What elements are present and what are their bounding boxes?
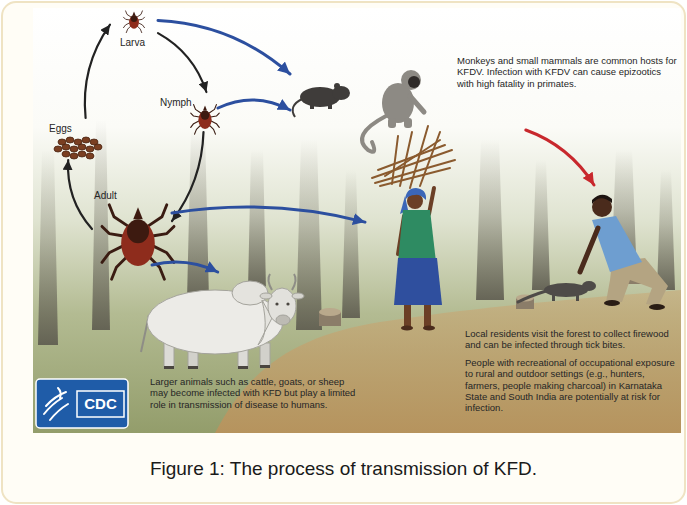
host-group: Monkeys and small mammals are common hos… <box>290 50 683 130</box>
transmission-arrow <box>526 130 594 185</box>
lifecycle-arrow <box>68 160 92 229</box>
stage-label: Adult <box>94 190 117 202</box>
egg-stage: Eggs <box>45 118 103 160</box>
note-text: People with recreational of occupational… <box>465 357 681 414</box>
stage-label: Eggs <box>49 123 72 135</box>
nymph-stage: Nymph <box>160 92 218 132</box>
stage-label: Larva <box>120 37 145 49</box>
larva-stage: Larva <box>110 10 158 52</box>
note-text: Larger animals such as cattle, goats, or… <box>150 376 358 410</box>
transmission-arrow <box>218 100 290 110</box>
figure-caption: Figure 1: The process of transmission of… <box>150 458 537 481</box>
logo-text: CDC <box>77 391 124 417</box>
caption-area: Figure 1: The process of transmission of… <box>0 458 687 481</box>
transmission-arrow <box>172 207 365 222</box>
transmission-arrow <box>152 262 218 272</box>
stage-label: Nymph <box>160 97 192 109</box>
livestock-group: Larger animals such as cattle, goats, or… <box>140 272 362 432</box>
note-text: Local residents visit the forest to coll… <box>465 328 681 351</box>
lifecycle-arrow <box>158 33 206 92</box>
transmission-arrow <box>158 21 290 75</box>
human-group: Local residents visit the forest to coll… <box>365 185 683 432</box>
note-text: Monkeys and small mammals are common hos… <box>457 55 679 89</box>
adult-tick: Adult <box>92 185 172 265</box>
lifecycle-arrow <box>85 25 110 118</box>
lifecycle-arrow <box>172 132 204 221</box>
